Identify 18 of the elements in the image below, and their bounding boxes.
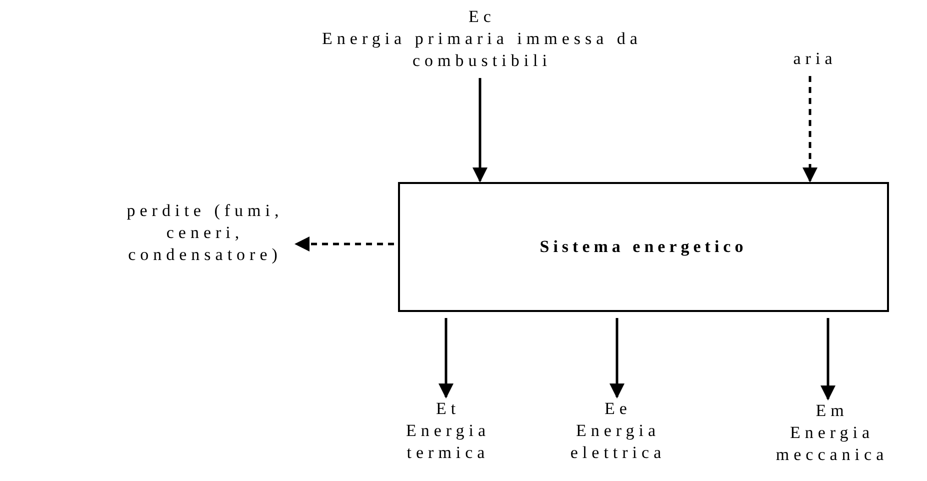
flow-label: perdite (fumi, ceneri, condensatore) [126, 200, 284, 266]
flow-label: aria [793, 48, 837, 70]
symbol-label: Em [814, 400, 850, 422]
flow-label: Energia meccanica [774, 422, 890, 466]
arrow [438, 318, 454, 398]
arrow [610, 318, 624, 398]
symbol-label: Ec [468, 6, 496, 28]
flow-label: Energia primaria immessa da combustibili [321, 28, 643, 72]
symbol-label: Et [434, 398, 462, 420]
arrow [820, 318, 836, 400]
box-label: Sistema energetico [540, 236, 748, 258]
arrow [472, 78, 488, 182]
flow-label: Energia elettrica [569, 420, 667, 464]
symbol-label: Ee [604, 398, 632, 420]
flow-label: Energia termica [404, 420, 492, 464]
arrow [294, 236, 394, 252]
arrow [802, 76, 818, 182]
process-box [398, 182, 889, 312]
